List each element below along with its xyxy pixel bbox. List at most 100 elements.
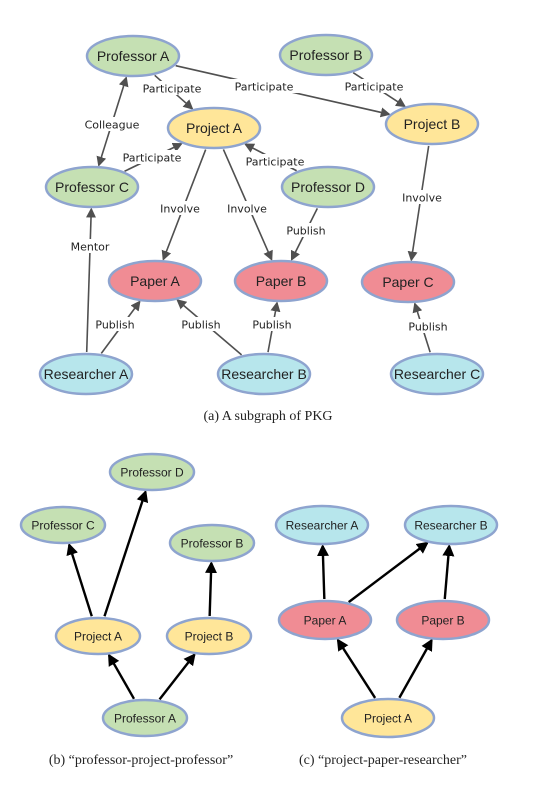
node-professor-d: Professor D [280,165,376,209]
node-label: Professor C [31,518,95,532]
edge-profa-to-proja [107,653,136,700]
edge-label-mentor: Mentor [71,241,110,254]
node-shape-researcher [403,504,499,546]
node-shape-professor [101,698,189,738]
node-label: Professor A [97,48,170,64]
node-project-a: Project A [340,697,436,739]
edge-label-background [404,319,452,333]
edge-label-background [115,150,189,164]
edge-profa-to-projb [158,653,196,701]
node-label: Researcher A [286,518,359,532]
node-shape-professor [108,452,196,492]
node-label: Researcher A [44,366,129,382]
node-project-b: Project B [384,102,480,146]
edge-papa-to-resb [347,541,429,604]
node-label: Project A [74,629,122,643]
node-professor-a: Professor A [85,34,181,78]
edge-label-background [156,201,204,215]
edge-papa-to-resa [316,543,329,600]
node-professor-b: Professor B [278,33,374,77]
panel-a-nodes: Professor A Professor B Project A Project B… [38,33,485,396]
node-shape-project [340,697,436,739]
node-label: Researcher B [221,366,307,382]
edge-label-publish: Publish [408,321,447,334]
edge-label-publish: Publish [252,319,291,332]
edge-label-involve: Involve [227,203,267,216]
node-shape-professor [44,165,140,209]
panel-b-caption: (b) “professor-project-professor” [49,753,233,768]
node-shape-paper [233,259,329,303]
node-researcher-a: Researcher A [38,352,134,396]
edge-label-participate: Participate [143,83,202,96]
edge-label-background [337,79,411,93]
edge-label-colleague: Colleague [85,119,140,132]
edge-label-publish: Publish [181,319,220,332]
node-shape-professor [19,505,107,545]
node-professor-c: Professor C [44,165,140,209]
node-shape-professor [280,165,376,209]
node-researcher-a: Researcher A [274,504,370,546]
node-shape-professor [85,34,181,78]
edge-papb-to-resb [442,543,455,600]
panel-a-caption: (a) A subgraph of PKG [203,409,332,424]
edge-label-background [82,117,142,131]
node-project-a: Project A [54,616,142,656]
edge-label-participate: Participate [123,152,182,165]
node-professor-c: Professor C [19,505,107,545]
node-shape-project [54,616,142,656]
node-shape-professor [168,523,256,563]
node-label: Researcher C [394,366,480,382]
panel-c-caption: (c) “project-paper-researcher” [299,753,467,768]
node-label: Professor B [289,47,362,63]
node-shape-project [384,102,480,146]
node-shape-researcher [274,504,370,546]
node-project-b: Project B [165,616,253,656]
node-label: Paper B [256,273,307,289]
edge-proja-to-profd [103,489,149,617]
node-shape-paper [107,259,203,303]
node-researcher-b: Researcher B [216,352,312,396]
node-shape-professor [278,33,374,77]
edge-label-participate: Participate [345,81,404,94]
edge-label-participate: Participate [235,81,294,94]
edge-resa-to-profc [85,207,97,353]
node-shape-paper [277,599,373,641]
edge-label-background [135,81,209,95]
node-shape-project [166,106,262,150]
node-label: Project B [404,116,461,132]
node-shape-paper [395,599,491,641]
node-researcher-c: Researcher C [389,352,485,396]
node-shape-researcher [38,352,134,396]
edge-proja-to-papa [336,638,377,699]
edge-label-background [248,317,296,331]
node-label: Professor D [120,465,184,479]
panel-b-edges [66,489,218,701]
node-label: Paper C [382,274,433,290]
node-paper-b: Paper B [395,599,491,641]
edge-label-background [223,201,271,215]
node-shape-researcher [389,352,485,396]
edge-proja-to-papb [398,638,433,699]
node-label: Paper B [421,613,464,627]
edge-label-publish: Publish [286,225,325,238]
node-paper-c: Paper C [360,260,456,304]
node-label: Professor A [114,711,176,725]
edge-label-participate: Participate [246,156,305,169]
edge-label-background [69,239,111,253]
edge-label-background [282,223,330,237]
edge-projb-to-profb [205,560,218,617]
edge-label-background [238,154,312,168]
node-label: Project A [186,120,243,136]
node-label: Project B [185,629,234,643]
edge-proja-to-profc [66,542,93,617]
edge-label-involve: Involve [160,203,200,216]
node-label: Paper A [304,613,347,627]
node-professor-a: Professor A [101,698,189,738]
node-shape-paper [360,260,456,304]
